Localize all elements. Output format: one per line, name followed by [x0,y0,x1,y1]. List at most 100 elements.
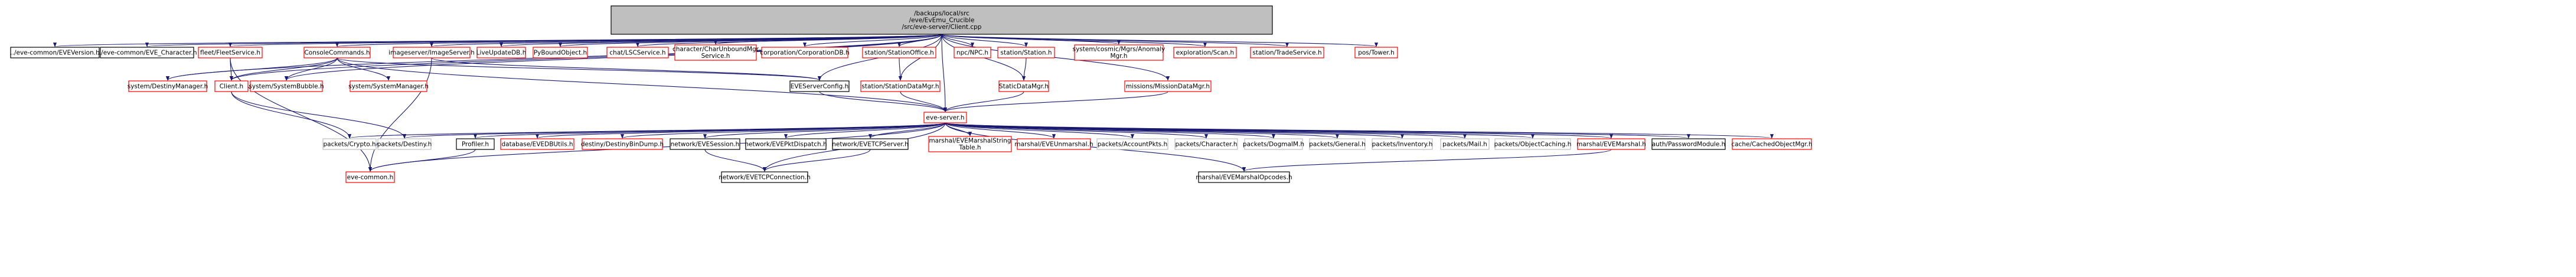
node-evetcpserver[interactable]: network/EVETCPServer.h [832,138,909,150]
node-lscservice[interactable]: chat/LSCService.h [606,47,669,58]
node-box-eveunmarshal [1017,138,1091,150]
node-label-accountpkts: packets/AccountPkts.h [1098,141,1168,148]
node-box-station [997,47,1055,58]
node-box-evecharacter [100,47,194,58]
node-pgeneral: packets/General.h [1309,138,1366,150]
node-label-marshalopcodes: marshal/EVEMarshalOpcodes.h [1196,174,1292,181]
node-systemmanager[interactable]: system/SystemManager.h [348,80,429,92]
node-passwordmodule[interactable]: auth/PasswordModule.h [1651,138,1726,150]
node-npc[interactable]: npc/NPC.h [954,47,991,58]
node-stationdatamgr[interactable]: station/StationDataMgr.h [860,80,941,92]
node-pcharacter: packets/Character.h [1174,138,1238,150]
node-tradeservice[interactable]: station/TradeService.h [1250,47,1324,58]
node-label-pyboundobject: PyBoundObject.h [534,49,587,56]
node-staticdatamgr[interactable]: StaticDataMgr.h [998,80,1049,92]
node-label-evesession: network/EVESession.h [671,141,740,148]
edge-root-to-consolecommands [335,34,942,47]
node-label-npc: npc/NPC.h [956,49,988,56]
node-label-client: Client.h [220,83,243,90]
node-box-systembubble [250,80,323,92]
node-label-station: station/Station.h [1001,49,1052,56]
node-marshalopcodes[interactable]: marshal/EVEMarshalOpcodes.h [1196,171,1292,183]
node-missiondatamgr[interactable]: missions/MissionDataMgr.h [1124,80,1212,92]
node-consolecommands[interactable]: ConsoleCommands.h [303,47,371,58]
node-liveupdatedb[interactable]: LiveUpdateDB.h [476,47,527,58]
node-pinventory: packets/Inventory.h [1372,138,1433,150]
node-corporationdb[interactable]: corporation/CorporationDB.h [760,47,850,58]
node-label-destinyp: packets/Destiny.h [377,141,432,148]
edge-stationoffice-to-stationdatamgr [898,57,903,81]
node-box-pmail [1440,138,1490,150]
node-label-evetcpconnection: network/EVETCPConnection.h [719,174,811,181]
node-box-evetcpconnection [721,171,808,183]
node-box-anomalymgr [1074,44,1164,61]
node-imageserver[interactable]: imageserver/ImageServer.h [388,47,475,58]
node-label-stationdatamgr: station/StationDataMgr.h [861,83,939,90]
edge-consolecommands-to-systembubble [284,57,338,81]
node-label-evecharacter: ../eve-common/EVE_Character.h [97,49,197,56]
node-label-corporationdb: corporation/CorporationDB.h [760,49,849,56]
node-label-anomalymgr: Mgr.h [1110,53,1127,60]
node-box-evedbutils [500,138,574,150]
node-evecommon[interactable]: eve-common.h [345,171,395,183]
node-evesession[interactable]: network/EVESession.h [670,138,740,150]
node-evedbutils[interactable]: database/EVEDBUtils.h [500,138,574,150]
node-systembubble[interactable]: system/SystemBubble.h [249,80,324,92]
node-label-pinventory: packets/Inventory.h [1372,141,1433,148]
node-label-marshalstringtable: Table.h [958,144,981,151]
node-label-crypto: packets/Crypto.h [323,141,376,148]
node-eveserverconfig[interactable]: EVEServerConfig.h [789,80,850,92]
node-cachedobjectmgr[interactable]: cache/CachedObjectMgr.h [1731,138,1813,150]
edge-eveserver-to-evesession [703,122,946,139]
node-label-evecommon: eve-common.h [347,174,394,181]
node-box-passwordmodule [1651,138,1726,150]
node-evepktdispatch[interactable]: network/EVEPktDispatch.h [745,138,827,150]
edge-eveserverconfig-to-eveserver [819,91,947,112]
node-box-accountpkts [1096,138,1168,150]
edge-evetcpserver-to-evetcpconnection [762,149,871,172]
edge-imageserver-to-eveserverconfig [431,57,821,81]
edge-eveserver-to-evepktdispatch [784,122,946,139]
node-objcaching: packets/ObjectCaching.h [1494,138,1571,150]
node-box-stationoffice [862,47,936,58]
edge-eveserver-to-evedbutils [536,122,946,139]
node-box-eveversion [10,47,100,58]
node-profiler[interactable]: Profiler.h [456,138,495,150]
node-label-charunbound: Service.h [701,53,730,60]
node-destinymanager[interactable]: system/DestinyManager.h [128,80,208,92]
node-client[interactable]: Client.h [214,80,249,92]
node-eveunmarshal[interactable]: marshal/EVEUnmarshal.h [1014,138,1093,150]
node-fleetservice[interactable]: fleet/FleetService.h [198,47,263,58]
node-box-npc [954,47,991,58]
edge-consolecommands-to-client [229,57,338,81]
node-box-systemmanager [350,80,427,92]
edge-staticdatamgr-to-eveserver [943,91,1024,112]
node-pyboundobject[interactable]: PyBoundObject.h [533,47,588,58]
edge-profiler-to-evecommon [368,149,476,172]
edge-eveserver-to-bindump [621,122,946,139]
edge-eveserver-to-accountpkts [945,122,1134,139]
edge-consolecommands-to-destinymanager [166,57,338,81]
node-evetcpconnection[interactable]: network/EVETCPConnection.h [719,171,811,183]
node-stationoffice[interactable]: station/StationOffice.h [862,47,936,58]
node-station[interactable]: station/Station.h [997,47,1055,58]
node-bindump[interactable]: destiny/DestinyBinDump.h [581,138,664,150]
node-box-evecommon [345,171,395,183]
node-box-charunbound [674,44,757,61]
node-tower[interactable]: pos/Tower.h [1354,47,1398,58]
edge-root-to-station [941,34,1028,47]
node-label-root: /backups/local/src [914,10,969,17]
node-evemarshal[interactable]: marshal/EVEMarshal.h [1576,138,1646,150]
node-scan[interactable]: exploration/Scan.h [1173,47,1237,58]
node-evecharacter[interactable]: ../eve-common/EVE_Character.h [97,47,197,58]
node-label-imageserver: imageserver/ImageServer.h [388,49,475,56]
node-label-eveversion: ../eve-common/EVEVersion.h [10,49,99,56]
node-eveserver[interactable]: eve-server.h [923,112,967,123]
node-root[interactable]: /backups/local/src/eve/EvEmu_Crucible/sr… [610,5,1273,35]
node-label-scan: exploration/Scan.h [1176,49,1234,56]
node-eveversion[interactable]: ../eve-common/EVEVersion.h [10,47,100,58]
node-box-corporationdb [761,47,848,58]
